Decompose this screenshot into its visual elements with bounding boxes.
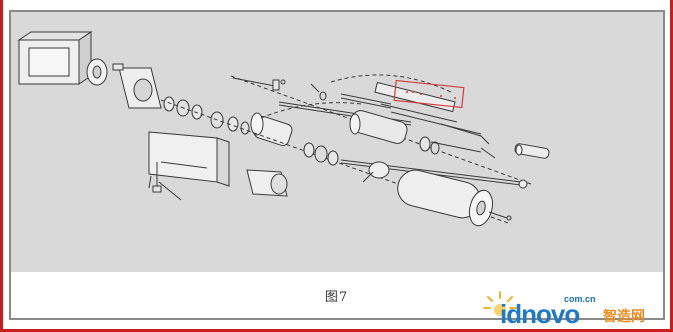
support-foot: [246, 169, 288, 197]
site-watermark: com.cn idnovo 智造网: [480, 290, 670, 330]
caption-frame: [9, 272, 665, 320]
exploded-diagram-panel: [9, 10, 665, 272]
exploded-assembly-drawing: [17, 31, 550, 227]
sun-logo-icon: [483, 291, 517, 316]
watermark-domain: com.cn: [564, 294, 596, 304]
cylinder-tube: [397, 169, 512, 227]
small-fasteners: [232, 77, 327, 101]
highlight-callout-box: [393, 79, 465, 109]
watermark-brand: idnovo: [500, 299, 580, 329]
end-pin: [514, 143, 550, 159]
rod-end-joint: [362, 161, 390, 183]
flange-plate: [112, 63, 162, 109]
motor-body: [17, 31, 108, 86]
base-bracket: [148, 131, 230, 201]
figure-caption: 图7: [324, 290, 349, 305]
bearing-mid: [303, 136, 440, 166]
bearing-stack: [163, 96, 250, 135]
coupling: [250, 112, 293, 146]
watermark-brand-cn: 智造网: [603, 309, 645, 325]
screw-nut: [349, 110, 408, 144]
mount-bolt: [152, 162, 162, 193]
